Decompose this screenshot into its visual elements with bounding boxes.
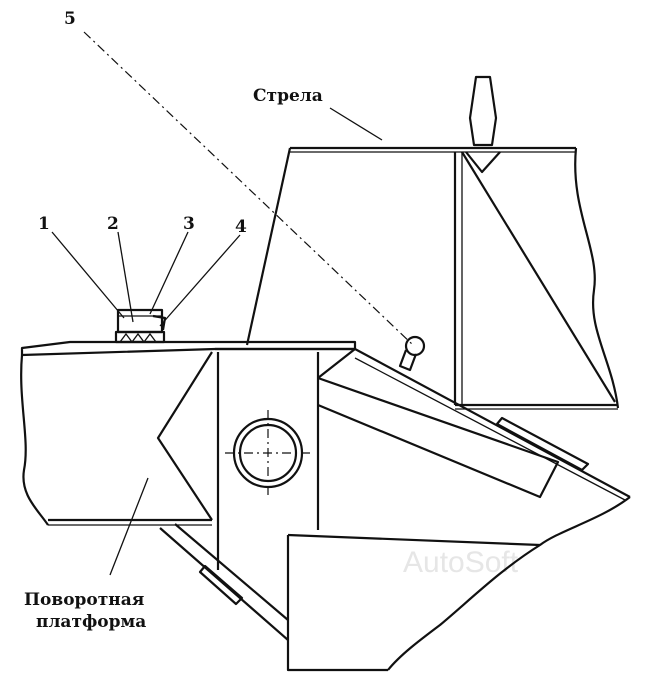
sensor-device: [114, 308, 167, 344]
boom-top-fitting: [465, 75, 501, 174]
platform-label-line2: платформа: [36, 612, 146, 632]
boom: [245, 146, 620, 410]
device-5: [398, 335, 426, 372]
callout-5: 5: [64, 9, 76, 29]
callout-1: 1: [38, 214, 50, 234]
lower-boom-arm: [317, 347, 631, 671]
leader-lines: [51, 31, 413, 576]
callout-2: 2: [107, 214, 119, 234]
watermark: AutoSoft: [403, 546, 519, 579]
boom-label: Стрела: [253, 86, 323, 106]
pivot-pin: [225, 410, 312, 498]
lower-frame: [159, 523, 541, 672]
callout-4: 4: [235, 217, 247, 237]
platform-label-line1: Поворотная: [24, 590, 144, 610]
callout-3: 3: [183, 214, 195, 234]
